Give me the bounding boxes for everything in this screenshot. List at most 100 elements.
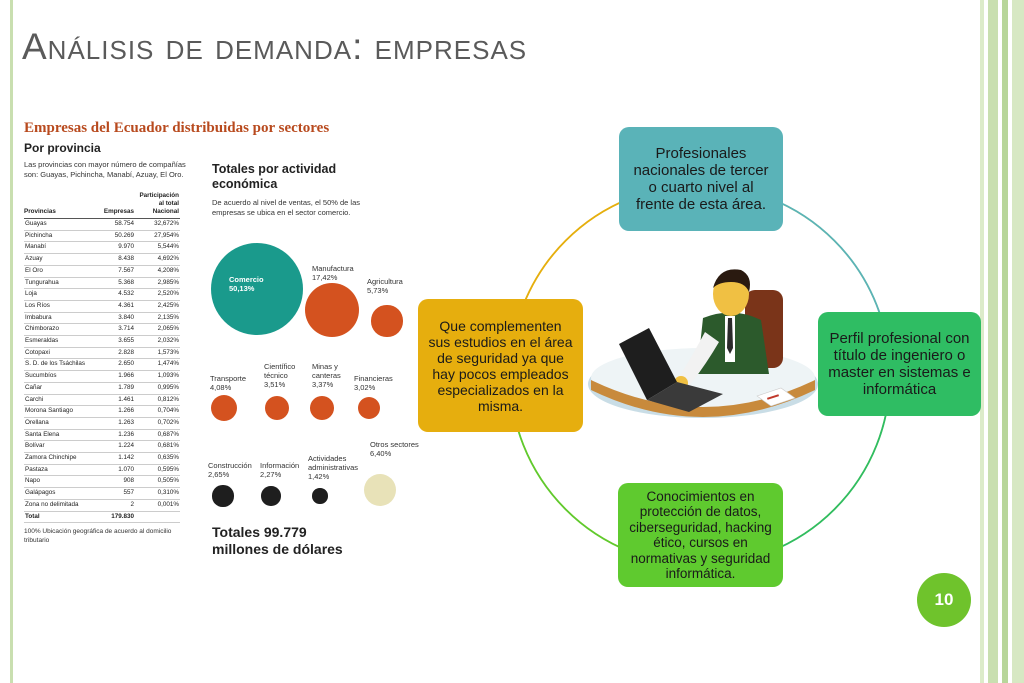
- companies-count: 1.224: [97, 440, 135, 454]
- companies-count: 3.840: [97, 312, 135, 325]
- national-share: 2,032%: [135, 335, 180, 348]
- cycle-box-knowledge: Conocimientos en protección de datos, ci…: [618, 483, 783, 587]
- companies-count: 5.368: [97, 277, 135, 290]
- sector-name: Construcción: [208, 461, 252, 470]
- companies-count: 2.650: [97, 358, 135, 372]
- national-share: 4,692%: [135, 253, 180, 266]
- activity-description: De acuerdo al nivel de ventas, el 50% de…: [212, 198, 361, 217]
- province-name: Chimborazo: [24, 323, 98, 337]
- cycle-box-profile: Perfil profesional con título de ingenie…: [818, 312, 981, 416]
- sector-percent: 17,42%: [312, 273, 338, 282]
- cycle-box-complement: Que complementen sus estudios en el área…: [418, 299, 583, 432]
- companies-count: 3.655: [97, 335, 135, 348]
- national-share: 0,001%: [135, 499, 180, 512]
- province-name: Orellana: [24, 417, 98, 430]
- sector-name: Transporte: [210, 374, 246, 383]
- companies-count: 4.532: [97, 288, 135, 301]
- province-name: Los Ríos: [24, 300, 98, 313]
- sector-percent: 3,02%: [354, 383, 376, 392]
- sector-bubble: [312, 488, 328, 504]
- companies-count: 58.754: [97, 218, 135, 231]
- cycle-box-text: Conocimientos en protección de datos, ci…: [629, 488, 772, 582]
- national-share: 2,065%: [135, 323, 180, 337]
- province-name: El Oro: [24, 265, 98, 278]
- province-name: Galápagos: [24, 487, 98, 500]
- table-note: 100% Ubicación geográfica de acuerdo al …: [24, 528, 172, 544]
- sector-name: Actividades administrativas: [308, 454, 359, 472]
- sector-name: Científico técnico: [264, 362, 296, 380]
- activity-totals: Totales 99.779 millones de dólares: [212, 524, 343, 557]
- companies-count: 1.966: [97, 370, 135, 383]
- national-share: 0,702%: [135, 417, 180, 430]
- infographic-title: Empresas del Ecuador distribuidas por se…: [24, 120, 330, 136]
- province-name: Carchi: [24, 394, 98, 407]
- national-share: 27,954%: [135, 230, 180, 243]
- sector-name: Manufactura: [312, 264, 354, 273]
- national-share: 32,672%: [135, 218, 180, 231]
- sectors-infographic: Empresas del Ecuador distribuidas por se…: [22, 114, 419, 564]
- businessman-at-desk-illustration: [588, 269, 818, 418]
- sector-percent: 2,27%: [260, 470, 282, 479]
- infographic-subtitle: Por provincia: [24, 141, 101, 155]
- sector-bubble: [261, 486, 281, 506]
- companies-count: 908: [97, 475, 135, 489]
- cycle-box-text: Perfil profesional con título de ingenie…: [828, 330, 971, 398]
- slide-title: Análisis de demanda: empresas: [22, 26, 528, 67]
- province-name: Santa Elena: [24, 429, 98, 442]
- province-name: Guayas: [24, 218, 98, 231]
- national-share: 1,474%: [135, 358, 180, 372]
- province-name: Sucumbíos: [24, 370, 98, 383]
- activity-title: Totales por actividad económica: [212, 162, 337, 191]
- province-name: Loja: [24, 288, 98, 301]
- province-name: Bolívar: [24, 440, 98, 454]
- sector-percent: 4,08%: [210, 383, 232, 392]
- sector-percent: 5,73%: [367, 286, 389, 295]
- sector-name: Comercio: [229, 275, 264, 284]
- companies-count: 1.070: [97, 464, 135, 477]
- companies-count: 8.438: [97, 253, 135, 266]
- sector-percent: 1,42%: [308, 472, 330, 481]
- sector-name: Información: [260, 461, 300, 470]
- sector-bubble: [304, 282, 360, 338]
- province-name: Cañar: [24, 382, 98, 395]
- sector-bubble: [210, 394, 238, 422]
- province-name: Manabí: [24, 241, 98, 255]
- province-name: Napo: [24, 475, 98, 489]
- companies-count: 4.361: [97, 300, 135, 313]
- national-share: 0,995%: [135, 382, 180, 395]
- national-share: 0,812%: [135, 394, 180, 407]
- sector-bubble: [363, 473, 397, 507]
- companies-count: 50.269: [97, 230, 135, 243]
- national-share: 1,093%: [135, 370, 180, 383]
- companies-count: 7.567: [97, 265, 135, 278]
- sector-bubble: [357, 396, 381, 420]
- sector-name: Agricultura: [367, 277, 403, 286]
- province-name: Cotopaxi: [24, 347, 98, 360]
- national-share: 2,425%: [135, 300, 180, 313]
- national-share: 2,135%: [135, 312, 180, 325]
- national-share: 0,681%: [135, 440, 180, 454]
- national-share: 0,704%: [135, 405, 180, 418]
- companies-count: 1.461: [97, 394, 135, 407]
- national-share: 0,687%: [135, 429, 180, 442]
